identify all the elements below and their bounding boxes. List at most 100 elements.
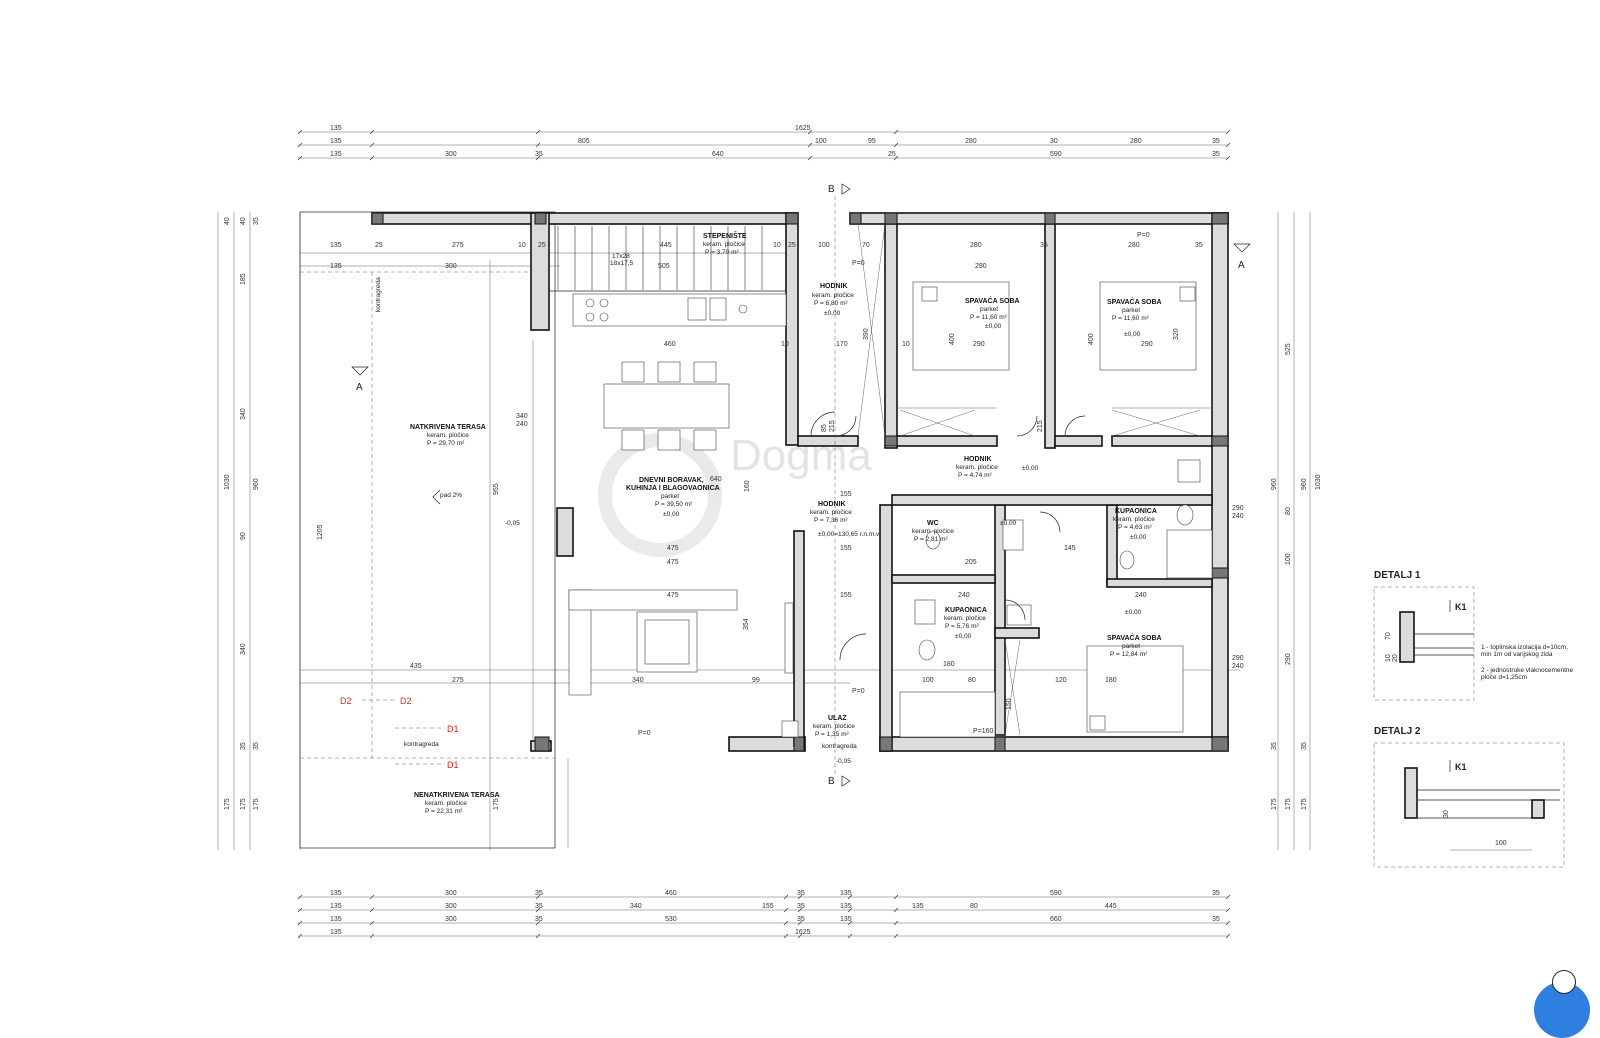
dimension-tick [847, 894, 853, 900]
sofa [568, 589, 794, 696]
detail-2: DETALJ 2 K1 30 100 [1373, 726, 1565, 868]
room-stairs-area: P = 3,70 m² [705, 249, 739, 256]
dim-right-13: 240 [1232, 663, 1244, 670]
dimension-tick [1225, 920, 1231, 926]
dim-bottom-1-0: 135 [330, 903, 342, 910]
room-bath1-area: P = 4,63 m² [1118, 524, 1152, 531]
dim-left-13: 1030 [224, 474, 231, 490]
dim-left-4: 340 [240, 408, 247, 420]
dim-inner-12: 290 [975, 263, 987, 270]
terrace-outlines [299, 211, 1240, 849]
dim-bottom-1-2: 35 [535, 903, 543, 910]
room-bath1-name: KUPAONICA [1115, 508, 1157, 515]
dim-right-6: 35 [1271, 742, 1278, 750]
walls [371, 212, 1229, 752]
dim-inner-6: 10 [773, 242, 781, 249]
room-stairs-finish: keram. pločice [703, 241, 745, 248]
dim-inner-34: 155 [840, 545, 852, 552]
room-wc-name: WC [927, 520, 939, 527]
dim-bottom-0-0: 135 [330, 890, 342, 897]
room-bed3-finish: parket [1122, 643, 1140, 650]
dimension-tick [797, 907, 803, 913]
dim-right-3: 80 [1285, 507, 1292, 515]
dim-top-1-0: 135 [330, 138, 342, 145]
stair-treads [557, 226, 763, 290]
room-stairs: STEPENIŠTE keram. pločice P = 3,70 m² 17… [610, 231, 747, 267]
dimension-tick [893, 129, 899, 135]
room-bed2-finish: parket [1122, 307, 1140, 314]
dimension-tick [297, 920, 303, 926]
room-living-name2: KUHINJA I BLAGOVAONICA [626, 485, 720, 492]
close-icon[interactable] [1552, 970, 1576, 994]
dim-left-19: 240 [516, 421, 528, 428]
room-bed1-name: SPAVAĆA SOBA [965, 296, 1020, 305]
room-bath2-area: P = 5,76 m² [945, 623, 979, 630]
bottom-dimensions: 135 300 35 460 35 135 590 35 135 300 35 … [297, 890, 1231, 939]
dim-inner-48: 145 [1064, 545, 1076, 552]
dim-bottom-3-1: 1625 [795, 929, 811, 936]
dim-right-15: 240 [1232, 513, 1244, 520]
dining-table [603, 361, 730, 451]
wardrobe-crosses [857, 223, 1201, 736]
dimension-tick [847, 920, 853, 926]
dim-bottom-0-2: 35 [535, 890, 543, 897]
room-hall3-level: ±0,00=130,65 r.n.m.v. [818, 531, 881, 538]
dim-inner-15: 135 [330, 263, 342, 270]
dimension-tick [797, 933, 803, 939]
marker-d2-a: D2 [340, 696, 352, 706]
dim-bottom-2-2: 35 [535, 916, 543, 923]
dim-top-2-2: 35 [535, 151, 543, 158]
dimension-tick [1225, 907, 1231, 913]
room-entry-beam: kontragreda [822, 743, 857, 750]
dim-bottom-0-4: 35 [797, 890, 805, 897]
room-bed1: SPAVAĆA SOBA parket P = 11,60 m² ±0,00 [965, 296, 1020, 330]
room-bed2-level: ±0,00 [1124, 331, 1141, 338]
dimension-tick [369, 907, 375, 913]
dimension-tick [535, 142, 541, 148]
dimension-tick [297, 142, 303, 148]
detail-1-note1b: min 1m od vanjskog zida [1481, 651, 1553, 658]
dimension-tick [1225, 142, 1231, 148]
dim-top-2-6: 35 [1212, 151, 1220, 158]
room-wc-level: ±0,00 [1000, 520, 1017, 527]
detail-1-note2: 2 - jednostruke vlaknocementne [1481, 667, 1574, 674]
dim-inner-25: 400 [1088, 333, 1095, 345]
marker-p160: P=160 [973, 728, 994, 735]
room-terrace-open-area: P = 22,31 m² [425, 808, 463, 815]
room-bed2: SPAVAĆA SOBA parket P = 11,60 m² ±0,00 [1107, 297, 1162, 338]
dim-bottom-2-6: 660 [1050, 916, 1062, 923]
dim-top-0-1: 1625 [795, 125, 811, 132]
dimension-tick [369, 129, 375, 135]
room-terrace-covered-slope: pad 2% [440, 492, 462, 499]
dim-top-2-3: 640 [712, 151, 724, 158]
dim-left-7: 35 [240, 742, 247, 750]
dim-inner-19: 170 [836, 341, 848, 348]
dim-inner-20: 390 [863, 328, 870, 340]
room-living-finish: parket [661, 493, 679, 500]
dimension-tick [1225, 933, 1231, 939]
dim-bottom-2-1: 300 [445, 916, 457, 923]
dimension-tick [535, 907, 541, 913]
dim-bottom-0-6: 590 [1050, 890, 1062, 897]
dim-top-2-1: 300 [445, 151, 457, 158]
corner-badge[interactable] [1534, 970, 1590, 1038]
dim-bottom-1-5: 35 [797, 903, 805, 910]
floor-plan: Dogma 135 1625 135 805 100 95 280 30 280… [217, 125, 1574, 939]
marker-p0-a: P=0 [852, 260, 865, 267]
dim-inner-44: 100 [922, 677, 934, 684]
dim-bottom-0-3: 460 [665, 890, 677, 897]
dim-right-7: 35 [1301, 742, 1308, 750]
dim-inner-46: 240 [958, 592, 970, 599]
dim-inner-18: 460 [664, 341, 676, 348]
dim-top-2-5: 590 [1050, 151, 1062, 158]
room-bed3-area: P = 12,84 m² [1110, 651, 1148, 658]
marker-p0-b: P=0 [1137, 232, 1150, 239]
dim-left-9: 175 [224, 798, 231, 810]
dim-right-4: 100 [1285, 553, 1292, 565]
detail-2-d100: 100 [1495, 840, 1507, 847]
dim-bottom-1-7: 135 [912, 903, 924, 910]
dim-inner-45: 80 [968, 677, 976, 684]
dim-left-1: 40 [240, 217, 247, 225]
dimension-tick [297, 155, 303, 161]
dim-top-1-3: 95 [868, 138, 876, 145]
